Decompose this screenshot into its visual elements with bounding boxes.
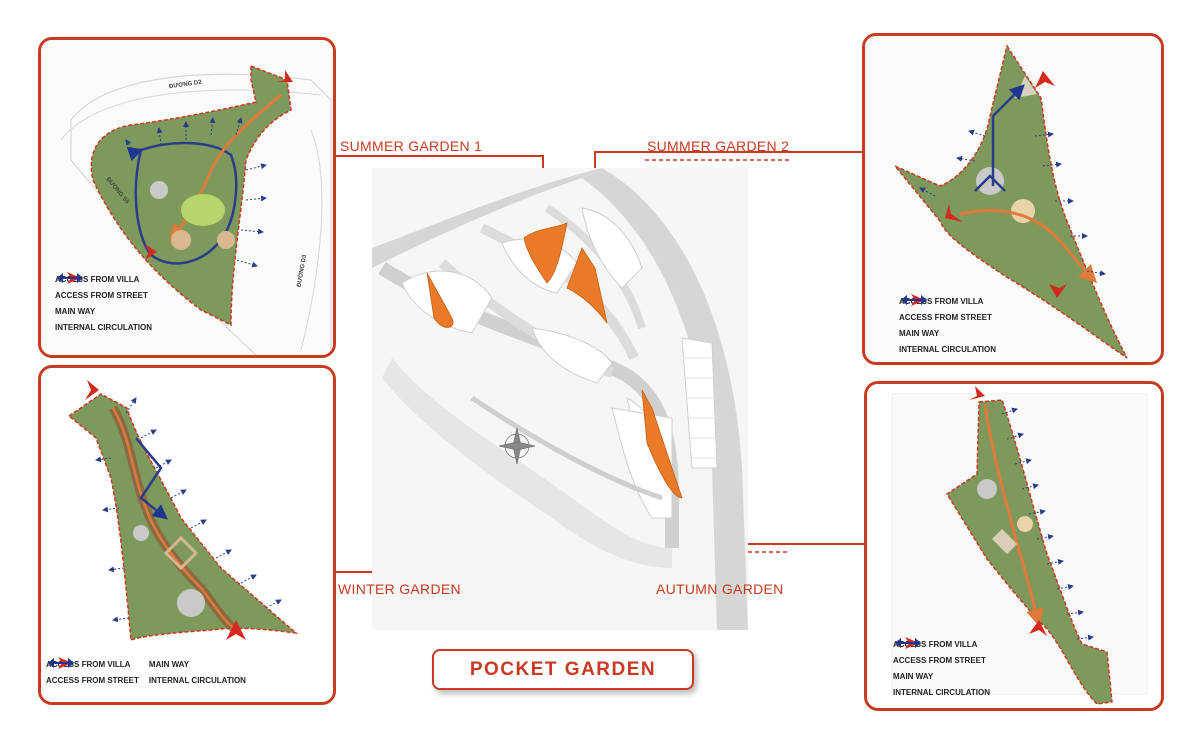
legend-access-villa: ACCESS FROM VILLA <box>899 297 984 306</box>
internal-circulation-arrow-icon <box>895 638 921 648</box>
legend-access-villa: ACCESS FROM VILLA <box>893 640 978 649</box>
winter-garden-label: WINTER GARDEN <box>338 581 461 597</box>
legend: ACCESS FROM VILLA ACCESS FROM STREET MAI… <box>893 637 990 701</box>
page-title: POCKET GARDEN <box>432 649 694 690</box>
summer-garden-1-panel: ĐƯỜNG D2 ĐƯỜNG D3 ĐƯỜNG S5 ACCESS FROM V… <box>38 37 336 358</box>
legend-access-street: ACCESS FROM STREET <box>893 656 986 665</box>
legend-main-way: MAIN WAY <box>55 307 96 316</box>
legend: ACCESS FROM VILLA MAIN WAY ACCESS FROM S… <box>46 657 246 689</box>
legend-main-way: MAIN WAY <box>893 672 934 681</box>
legend-access-villa: ACCESS FROM VILLA <box>46 660 131 669</box>
summer-garden-2-label: SUMMER GARDEN 2 <box>647 138 790 154</box>
legend-internal-circulation: INTERNAL CIRCULATION <box>893 688 991 697</box>
legend-main-way: MAIN WAY <box>899 329 940 338</box>
autumn-garden-panel: ACCESS FROM VILLA ACCESS FROM STREET MAI… <box>864 381 1164 711</box>
summer-garden-1-label: SUMMER GARDEN 1 <box>340 138 483 154</box>
legend-access-villa: ACCESS FROM VILLA <box>55 275 140 284</box>
legend-access-street: ACCESS FROM STREET <box>899 313 992 322</box>
internal-circulation-arrow-icon <box>901 295 927 305</box>
legend: ACCESS FROM VILLA ACCESS FROM STREET MAI… <box>899 294 996 358</box>
legend-internal-circulation: INTERNAL CIRCULATION <box>55 323 153 332</box>
summer-garden-2-panel: ACCESS FROM VILLA ACCESS FROM STREET MAI… <box>862 33 1164 365</box>
legend-access-street: ACCESS FROM STREET <box>55 291 148 300</box>
legend-internal-circulation: INTERNAL CIRCULATION <box>899 345 997 354</box>
winter-garden-panel: ACCESS FROM VILLA MAIN WAY ACCESS FROM S… <box>38 365 336 705</box>
legend-internal-circulation: INTERNAL CIRCULATION <box>148 676 246 685</box>
legend-main-way: MAIN WAY <box>148 660 190 669</box>
master-plan-map <box>372 168 748 630</box>
internal-circulation-arrow-icon <box>48 658 74 668</box>
compass-icon <box>498 427 536 465</box>
autumn-garden-label: AUTUMN GARDEN <box>656 581 784 597</box>
legend-access-street: ACCESS FROM STREET <box>46 676 139 685</box>
internal-circulation-arrow-icon <box>57 273 83 283</box>
legend: ACCESS FROM VILLA ACCESS FROM STREET MAI… <box>55 272 152 336</box>
